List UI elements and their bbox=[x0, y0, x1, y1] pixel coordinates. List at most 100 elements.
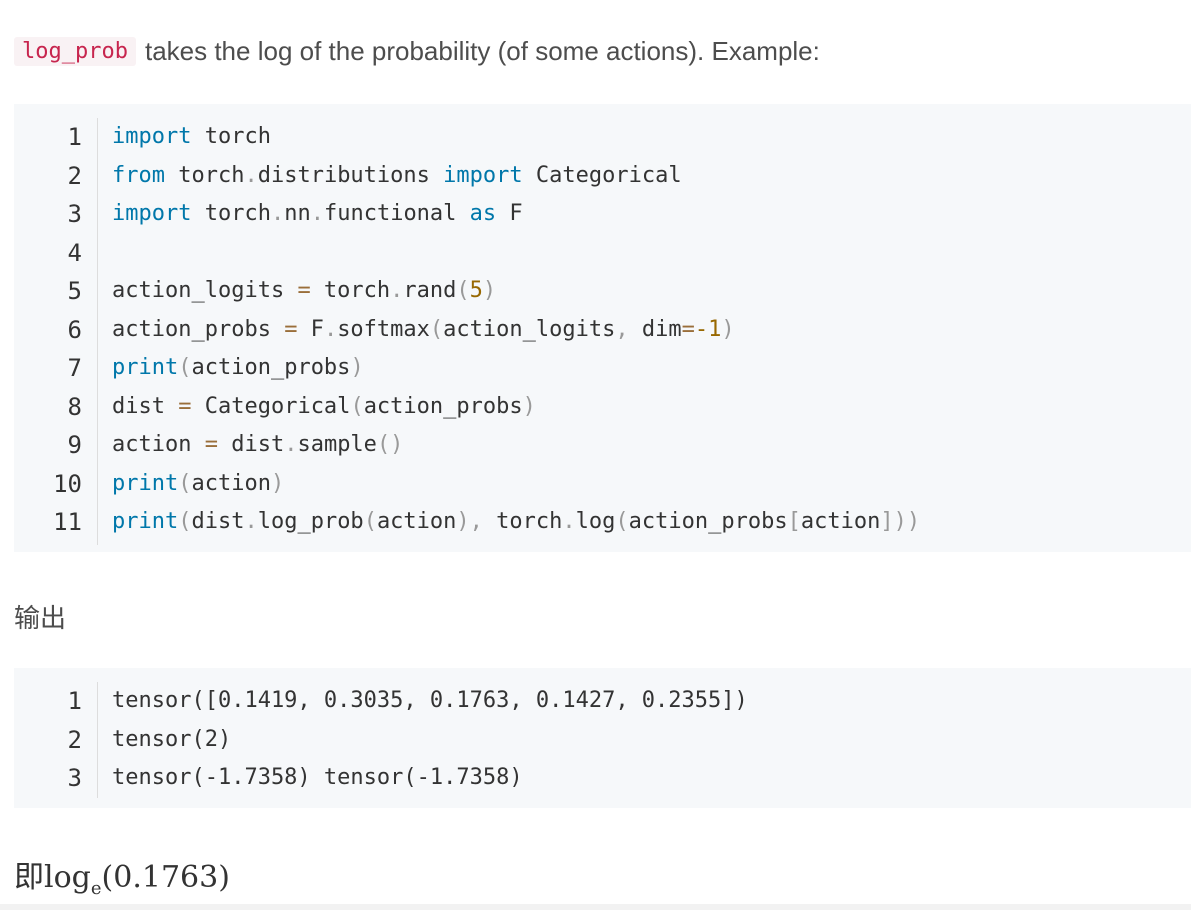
code-token: action bbox=[376, 509, 457, 534]
code-token: () bbox=[376, 432, 404, 457]
line-number: 1 bbox=[67, 123, 82, 151]
code-line: 2 from torch.distributions import Categor… bbox=[14, 157, 1191, 195]
code-token: 5 bbox=[469, 278, 483, 303]
line-number: 2 bbox=[67, 161, 82, 190]
formula-base: e bbox=[90, 878, 102, 899]
code-token: ) bbox=[350, 355, 364, 380]
code-token: dist bbox=[217, 432, 285, 457]
code-token: dist bbox=[112, 393, 179, 419]
code-token: action_probs bbox=[628, 509, 788, 534]
code-token: . bbox=[323, 316, 338, 342]
inline-code-log-prob: log_prob bbox=[14, 37, 136, 66]
output-heading: 输出 bbox=[14, 603, 67, 633]
code-token: import bbox=[112, 201, 192, 226]
code-text: action_probs = F.softmax(action_logits, … bbox=[112, 311, 735, 349]
code-line: 3 import torch.nn.functional as F bbox=[14, 195, 1191, 233]
line-number: 10 bbox=[53, 469, 82, 498]
code-token: nn bbox=[284, 201, 311, 226]
code-line: 11 print(dist.log_prob(action), torch.log… bbox=[14, 503, 1191, 541]
line-number: 2 bbox=[67, 725, 82, 754]
code-line: 8 dist = Categorical(action_probs) bbox=[14, 388, 1191, 426]
code-token: ) bbox=[721, 316, 735, 342]
line-number-gutter bbox=[14, 682, 98, 798]
code-text: tensor(2) bbox=[112, 726, 232, 752]
code-token: import bbox=[443, 162, 523, 188]
line-number: 1 bbox=[67, 687, 82, 715]
code-token: . bbox=[310, 201, 324, 226]
code-token: = bbox=[178, 393, 192, 419]
code-token: torch bbox=[482, 509, 563, 534]
code-token: print bbox=[112, 470, 179, 496]
code-token: ( bbox=[178, 509, 192, 534]
code-token: -1 bbox=[694, 316, 722, 342]
code-token: sample bbox=[297, 432, 377, 457]
code-token: softmax bbox=[337, 316, 430, 342]
code-token: = bbox=[284, 316, 298, 342]
intro-text: takes the log of the probability (of som… bbox=[144, 36, 820, 66]
code-text: action_logits = torch.rand(5) bbox=[112, 272, 496, 310]
formula-arg: (0.1763) bbox=[101, 860, 230, 895]
line-number-gutter bbox=[14, 118, 98, 545]
line-number: 11 bbox=[53, 508, 82, 536]
line-number: 9 bbox=[67, 431, 82, 459]
code-token: ( bbox=[350, 393, 364, 419]
code-text: action = dist.sample() bbox=[112, 426, 403, 464]
code-token: from bbox=[112, 162, 165, 188]
code-token: rand bbox=[403, 278, 457, 303]
line-number: 7 bbox=[67, 354, 82, 382]
code-text: tensor([0.1419, 0.3035, 0.1763, 0.1427, … bbox=[112, 688, 748, 713]
code-token: import bbox=[112, 124, 192, 149]
code-token: ( bbox=[456, 278, 470, 303]
code-text: print(dist.log_prob(action), torch.log(a… bbox=[112, 503, 920, 541]
code-text: from torch.distributions import Categori… bbox=[112, 157, 682, 195]
code-token: log_prob bbox=[257, 509, 364, 534]
line-number: 3 bbox=[67, 200, 82, 228]
log-formula: 即loge(0.1763) bbox=[14, 852, 230, 899]
code-token: action_probs bbox=[191, 355, 351, 380]
code-token: . bbox=[244, 509, 258, 534]
code-token: as bbox=[469, 201, 497, 226]
code-token: . bbox=[562, 509, 576, 534]
line-number: 4 bbox=[67, 238, 82, 267]
code-token: , bbox=[615, 316, 629, 342]
code-line: 2 tensor(2) bbox=[14, 721, 1191, 759]
bottom-divider bbox=[0, 904, 1191, 910]
code-token: ( bbox=[429, 316, 444, 342]
code-token: ) bbox=[270, 470, 285, 496]
code-token: torch bbox=[191, 124, 271, 149]
code-token: ( bbox=[178, 470, 192, 496]
code-token: distributions bbox=[257, 162, 444, 188]
code-text: print(action_probs) bbox=[112, 349, 364, 387]
code-token: Categorical bbox=[191, 393, 351, 419]
code-token: torch bbox=[310, 278, 391, 303]
code-token: ( bbox=[178, 355, 192, 380]
code-token: action_probs bbox=[363, 393, 523, 419]
code-line: 1 import torch bbox=[14, 118, 1191, 156]
code-token: ) bbox=[482, 278, 497, 303]
code-text: dist = Categorical(action_probs) bbox=[112, 388, 536, 426]
code-block-output: 1 tensor([0.1419, 0.3035, 0.1763, 0.1427,… bbox=[14, 668, 1191, 808]
code-token: = bbox=[681, 316, 695, 342]
code-token: action bbox=[112, 432, 205, 457]
code-token: . bbox=[270, 201, 285, 226]
code-line: 7 print(action_probs) bbox=[14, 349, 1191, 387]
code-token: ( bbox=[363, 509, 377, 534]
line-number: 5 bbox=[67, 277, 82, 305]
code-token: , bbox=[469, 509, 483, 534]
code-text: import torch.nn.functional as F bbox=[112, 195, 523, 233]
line-number: 8 bbox=[67, 392, 82, 421]
code-token: = bbox=[297, 278, 311, 303]
intro-paragraph: log_prob takes the log of the probabilit… bbox=[14, 36, 820, 67]
code-text: import torch bbox=[112, 118, 271, 156]
code-token: ( bbox=[615, 509, 629, 534]
code-line: 9 action = dist.sample() bbox=[14, 426, 1191, 464]
code-token: dim bbox=[628, 316, 682, 342]
code-token: print bbox=[112, 509, 179, 534]
code-text: tensor(-1.7358) tensor(-1.7358) bbox=[112, 765, 523, 790]
code-token: . bbox=[244, 162, 258, 188]
code-token: ])) bbox=[880, 509, 921, 534]
